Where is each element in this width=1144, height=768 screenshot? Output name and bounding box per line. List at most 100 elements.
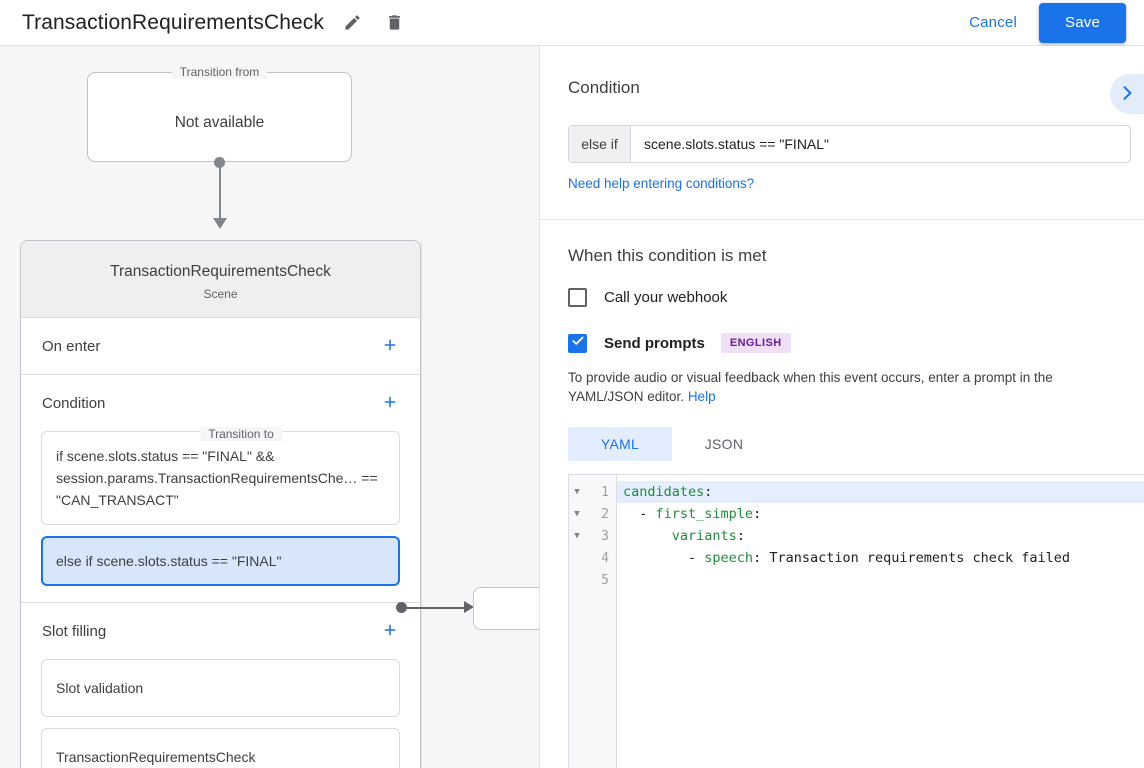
section-body: Slot validation TransactionRequirementsC… <box>21 659 420 768</box>
transition-to-legend: Transition to <box>200 427 282 441</box>
gutter-line: ▼ 3 <box>569 525 616 547</box>
flow-canvas[interactable]: Transition from Not available Transition… <box>0 46 540 768</box>
condition-help-link[interactable]: Need help entering conditions? <box>568 176 755 191</box>
tab-json[interactable]: JSON <box>672 427 776 461</box>
prompt-help-sentence: To provide audio or visual feedback when… <box>568 370 1053 404</box>
line-number: 2 <box>601 506 609 522</box>
prompt-help-link[interactable]: Help <box>687 389 716 404</box>
panel-when-met-section: When this condition is met Call your web… <box>540 220 1144 461</box>
add-slot-filling-button[interactable] <box>378 619 402 643</box>
send-prompts-row[interactable]: Send prompts ENGLISH <box>568 333 1116 353</box>
section-on-enter: On enter <box>21 318 420 375</box>
prompt-help-text: To provide audio or visual feedback when… <box>568 368 1116 406</box>
editor-content[interactable]: candidates: - first_simple: variants: - … <box>617 475 1144 768</box>
pencil-icon <box>343 13 362 32</box>
fold-arrow-icon[interactable]: ▼ <box>574 486 580 497</box>
code-line[interactable]: - first_simple: <box>617 503 1144 525</box>
slot-filling-item[interactable]: TransactionRequirementsCheck <box>41 728 400 768</box>
trash-icon <box>385 13 404 32</box>
transition-to-title: TransactionRequirementsCheck <box>110 263 331 280</box>
plus-icon <box>381 336 399 357</box>
transition-to-subtitle: Scene <box>203 287 238 301</box>
webhook-row[interactable]: Call your webhook <box>568 288 1116 307</box>
code-line[interactable] <box>617 569 1144 591</box>
slot-filling-item[interactable]: Slot validation <box>41 659 400 717</box>
section-header: Condition <box>21 375 420 431</box>
when-met-heading: When this condition is met <box>568 246 767 265</box>
code-line[interactable]: variants: <box>617 525 1144 547</box>
save-button[interactable]: Save <box>1039 2 1126 43</box>
delete-button[interactable] <box>380 9 408 37</box>
code-colon: : <box>753 506 762 522</box>
send-prompts-label: Send prompts <box>604 334 705 352</box>
condition-item-selected[interactable]: else if scene.slots.status == "FINAL" <box>41 536 400 586</box>
transition-from-legend: Transition from <box>171 65 268 79</box>
code-value: Transaction requirements check failed <box>761 550 1071 566</box>
line-number: 4 <box>601 550 609 566</box>
condition-item[interactable]: if scene.slots.status == "FINAL" && sess… <box>41 431 400 525</box>
add-on-enter-button[interactable] <box>378 334 402 358</box>
app-header: TransactionRequirementsCheck Cancel Save <box>0 0 1144 46</box>
transition-to-card[interactable]: Transition to TransactionRequirementsChe… <box>20 240 421 768</box>
cancel-button[interactable]: Cancel <box>957 6 1029 39</box>
section-header: Slot filling <box>21 603 420 659</box>
plus-icon <box>381 393 399 414</box>
section-body: if scene.slots.status == "FINAL" && sess… <box>21 431 420 602</box>
condition-expression-input[interactable] <box>631 126 1130 162</box>
code-key: speech <box>704 550 754 566</box>
chevron-right-icon <box>1117 83 1137 106</box>
yaml-editor[interactable]: ▼ 1 ▼ 2 ▼ 3 4 5 candidates: - first_simp… <box>568 474 1144 768</box>
section-slot-filling: Slot filling Slot validation Transaction… <box>21 603 420 768</box>
header-actions: Cancel Save <box>957 2 1126 43</box>
line-number: 5 <box>601 572 609 588</box>
code-colon: : <box>704 484 713 500</box>
code-indent: - <box>623 506 656 522</box>
code-line[interactable]: - speech: Transaction requirements check… <box>617 547 1144 569</box>
line-number: 1 <box>601 484 609 500</box>
code-colon: : <box>736 528 745 544</box>
call-webhook-label: Call your webhook <box>604 289 728 306</box>
transition-from-card[interactable]: Transition from Not available <box>87 65 352 162</box>
send-prompts-checkbox[interactable] <box>568 333 587 353</box>
edit-title-button[interactable] <box>338 9 366 37</box>
gutter-line: 4 <box>569 547 616 569</box>
panel-condition-section: Condition else if Need help entering con… <box>540 46 1144 220</box>
add-condition-button[interactable] <box>378 391 402 415</box>
tab-yaml[interactable]: YAML <box>568 427 672 461</box>
line-number: 3 <box>601 528 609 544</box>
panel-divider <box>539 46 540 768</box>
transition-from-value: Not available <box>174 114 265 131</box>
condition-heading: Condition <box>568 78 640 97</box>
selected-condition-dot <box>396 602 407 613</box>
fold-arrow-icon[interactable]: ▼ <box>574 508 580 519</box>
connector-arrow <box>213 218 227 229</box>
code-key: variants <box>671 528 737 544</box>
code-key: first_simple <box>655 506 754 522</box>
next-node-card[interactable] <box>473 587 540 630</box>
plus-icon <box>381 621 399 642</box>
condition-input-row[interactable]: else if <box>568 125 1131 163</box>
section-title-condition: Condition <box>42 394 106 412</box>
canvas-guide-line <box>421 240 422 768</box>
gutter-line: 5 <box>569 569 616 591</box>
call-webhook-checkbox[interactable] <box>568 288 587 307</box>
code-indent: - <box>623 550 705 566</box>
expand-panel-button[interactable] <box>1110 74 1144 114</box>
code-key: candidates <box>623 484 705 500</box>
editor-gutter: ▼ 1 ▼ 2 ▼ 3 4 5 <box>569 475 617 768</box>
section-title-slot-filling: Slot filling <box>42 622 107 640</box>
section-title-on-enter: On enter <box>42 337 101 355</box>
section-header: On enter <box>21 318 420 374</box>
selected-condition-line <box>404 607 467 609</box>
code-line[interactable]: candidates: <box>617 481 1144 503</box>
page-title: TransactionRequirementsCheck <box>22 10 324 34</box>
gutter-line: ▼ 2 <box>569 503 616 525</box>
code-colon: : <box>753 550 762 566</box>
connector-line <box>219 162 221 224</box>
language-badge: ENGLISH <box>720 333 791 353</box>
fold-arrow-icon[interactable]: ▼ <box>574 530 580 541</box>
transition-to-header: TransactionRequirementsCheck Scene <box>21 241 420 318</box>
condition-operator-prefix: else if <box>569 126 631 162</box>
editor-format-tabs: YAML JSON <box>568 427 1116 461</box>
gutter-line: ▼ 1 <box>569 481 616 503</box>
